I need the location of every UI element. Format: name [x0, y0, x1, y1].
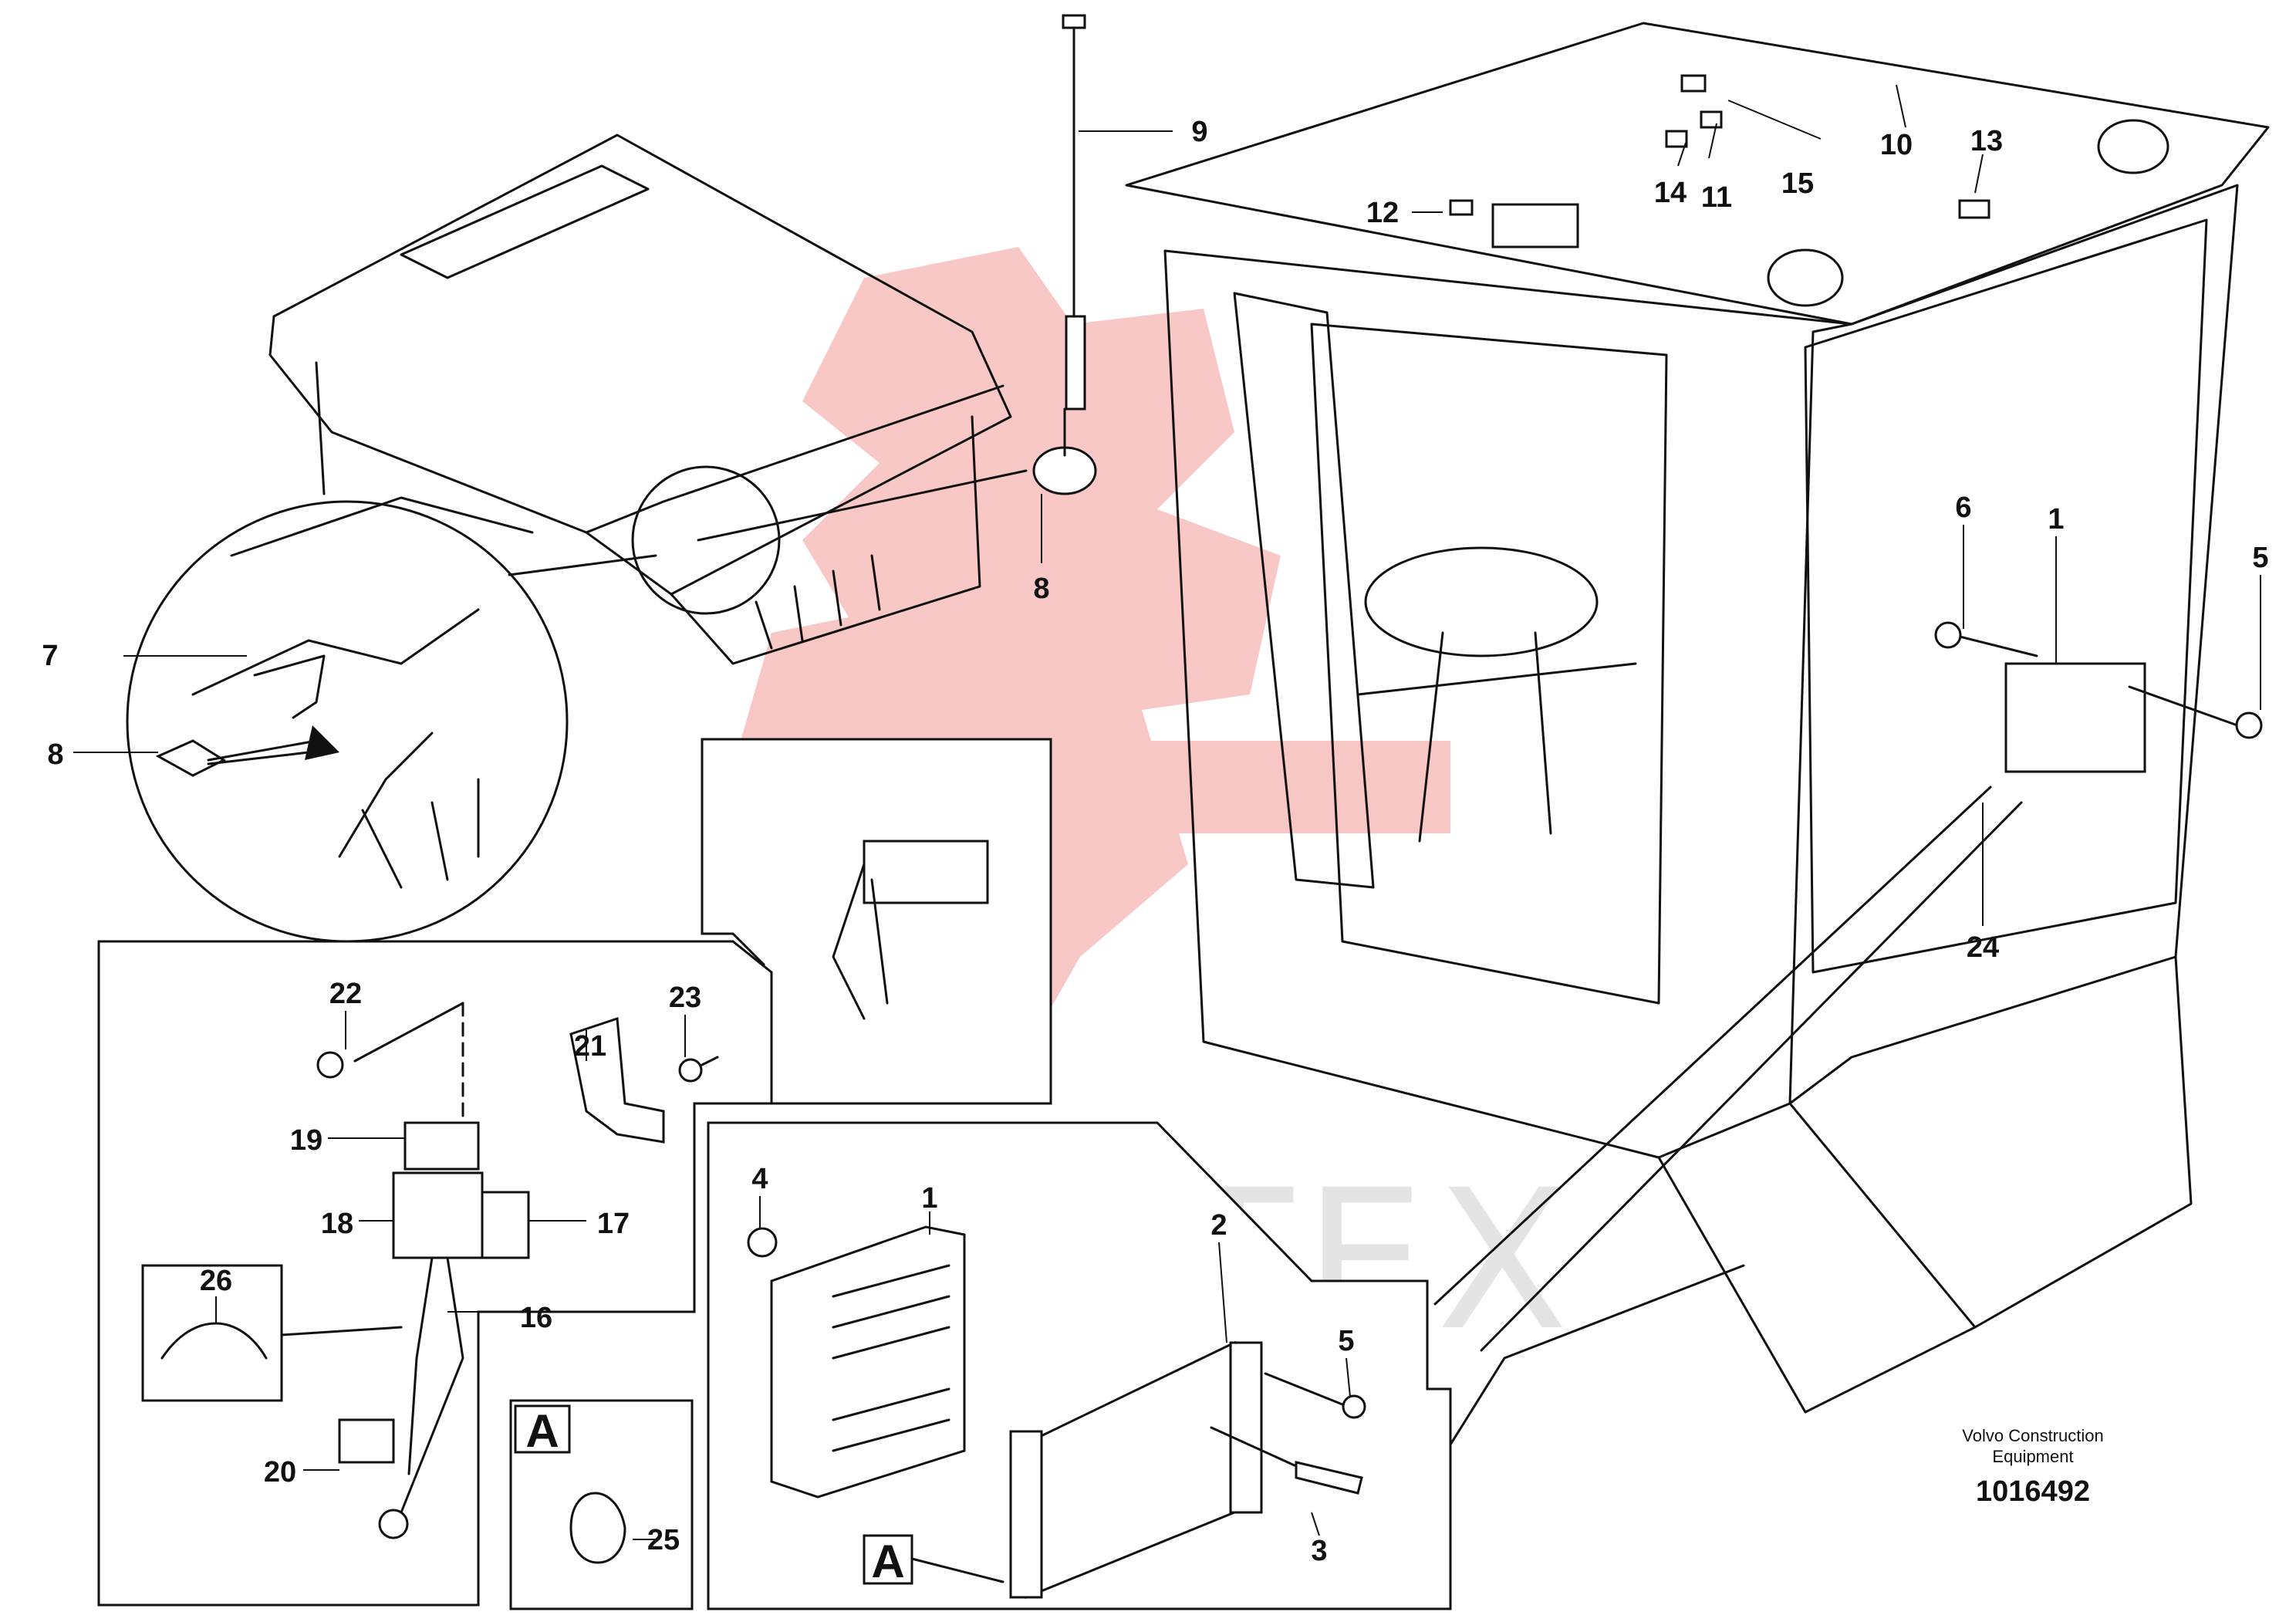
document-number: 1016492	[1976, 1475, 2090, 1508]
callout-25: 25	[647, 1524, 680, 1556]
callout-15: 15	[1781, 167, 1814, 200]
callout-1-cab: 1	[2048, 503, 2064, 536]
callout-21: 21	[574, 1030, 606, 1063]
callout-18: 18	[321, 1208, 353, 1240]
detail-a-label-bracket: A	[871, 1536, 904, 1587]
callout-5-cab: 5	[2252, 542, 2268, 574]
callout-16: 16	[520, 1302, 552, 1334]
engine-hood	[268, 133, 1012, 665]
operator-cab	[1125, 22, 2270, 1483]
callout-11: 11	[1701, 181, 1732, 214]
publisher-line-2: Equipment	[1992, 1447, 2073, 1466]
callout-7: 7	[42, 640, 58, 672]
callout-numbers: 1 1 2 3 4 5 5 6 7 8 8 9 10 11 12 13 14 1…	[42, 116, 2268, 1567]
callout-14: 14	[1654, 177, 1687, 209]
starter-detail-panel	[701, 738, 1052, 1105]
callout-17: 17	[597, 1208, 630, 1240]
callout-1-detail: 1	[921, 1182, 937, 1215]
callout-4: 4	[751, 1163, 768, 1195]
callout-9: 9	[1191, 116, 1207, 148]
callout-6: 6	[1955, 492, 1971, 524]
callout-19: 19	[290, 1124, 322, 1157]
controller-bracket-panel	[707, 1121, 1452, 1610]
callout-26: 26	[200, 1265, 232, 1297]
detail-link-lines	[1433, 786, 2023, 1352]
callout-24: 24	[1967, 931, 1999, 964]
callout-10: 10	[1880, 129, 1913, 161]
callout-20: 20	[264, 1456, 296, 1489]
antenna	[697, 14, 1097, 542]
callout-23: 23	[669, 982, 701, 1014]
callout-12: 12	[1366, 197, 1399, 229]
callout-8-magnifier: 8	[47, 738, 63, 771]
hood-detail-magnifier	[126, 465, 781, 943]
callout-2: 2	[1210, 1209, 1227, 1242]
callout-22: 22	[329, 978, 362, 1010]
callout-3: 3	[1311, 1535, 1327, 1567]
leader-lines	[73, 84, 2261, 1540]
callout-13: 13	[1970, 125, 2003, 157]
publisher-line-1: Volvo Construction	[1962, 1426, 2103, 1445]
callout-8-antenna: 8	[1033, 573, 1049, 605]
relay-harness-panel	[97, 940, 773, 1610]
callout-5-detail: 5	[1338, 1325, 1354, 1357]
detail-a-label-inset: A	[525, 1405, 559, 1457]
